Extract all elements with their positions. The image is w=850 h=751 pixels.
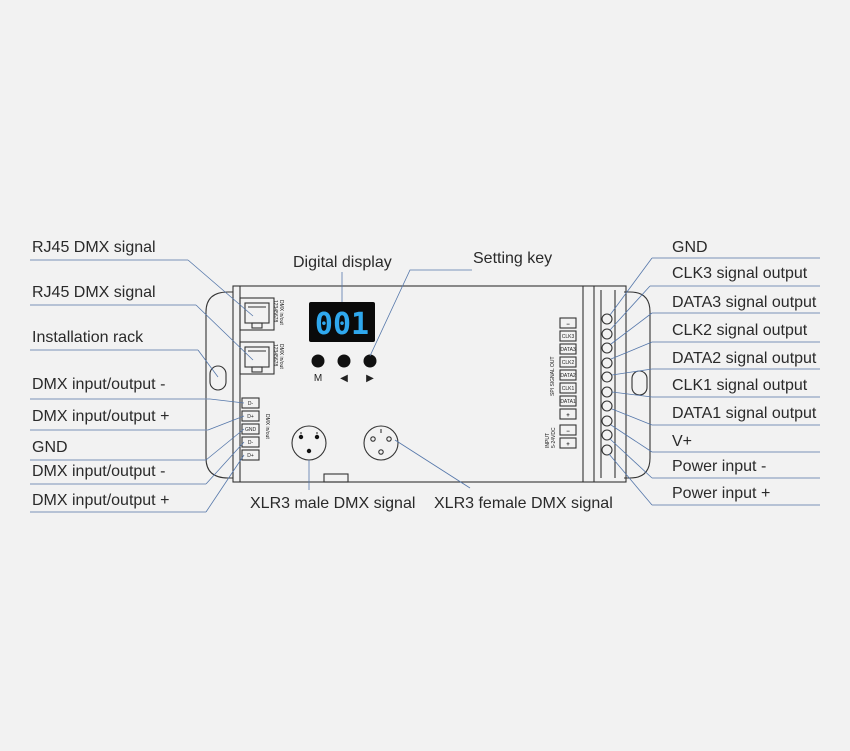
key-m-label: M	[314, 373, 322, 384]
label-power-plus: Power input +	[672, 485, 770, 502]
dmx-terminal-5: D+	[247, 453, 254, 459]
input-caption-2: 5-24VDC	[551, 427, 557, 448]
label-clk2: CLK2 signal output	[672, 322, 808, 339]
screw-terminal-data1	[601, 400, 613, 412]
spi-terminal-6: CLK1	[562, 386, 575, 392]
input-caption-1: INPUT	[545, 433, 551, 448]
spi-terminal-4: CLK2	[562, 360, 575, 366]
key-right-button[interactable]	[363, 354, 377, 368]
label-gnd-left: GND	[32, 439, 68, 456]
dmx-terminal-4: D-	[248, 440, 254, 446]
spi-terminal-2: CLK3	[562, 334, 575, 340]
screw-terminal-clk1	[601, 386, 613, 398]
key-left-label: ◀	[340, 373, 348, 384]
dmx-terminal-caption: DMX in/out	[264, 414, 270, 439]
dmx-terminal-1: D-	[248, 401, 254, 407]
spi-terminal-1: −	[566, 322, 570, 328]
label-installation-rack: Installation rack	[32, 329, 144, 346]
dmx-terminal-block	[241, 397, 260, 461]
key-right-label: ▶	[366, 373, 374, 384]
screw-terminal-clk3	[601, 328, 613, 340]
display-value: 001	[315, 307, 369, 342]
dmx-terminal-2: D+	[247, 414, 254, 420]
rj45-caption-bottom: DMX in/out	[278, 344, 284, 369]
screw-terminal-vplus	[601, 415, 613, 427]
screw-terminal-data3	[601, 342, 613, 354]
label-xlr-female: XLR3 female DMX signal	[434, 495, 613, 512]
label-data1: DATA1 signal output	[672, 405, 817, 422]
label-power-minus: Power input -	[672, 458, 766, 475]
label-clk1: CLK1 signal output	[672, 377, 808, 394]
label-dmx-minus-2: DMX input/output -	[32, 463, 165, 480]
rj45-jack-bottom	[239, 341, 275, 375]
label-gnd-right: GND	[672, 239, 708, 256]
rj45-jack-top	[239, 297, 275, 331]
input-terminal-minus: −	[566, 429, 570, 435]
label-xlr-male: XLR3 male DMX signal	[250, 495, 415, 512]
mounting-slot-right	[631, 370, 648, 396]
screw-terminal-gnd	[601, 313, 613, 325]
key-m-button[interactable]	[311, 354, 325, 368]
screw-terminals	[601, 313, 613, 456]
spi-terminal-3: DATA3	[560, 347, 576, 353]
bottom-notch	[323, 473, 349, 483]
label-data2: DATA2 signal output	[672, 350, 817, 367]
screw-terminal-power-minus	[601, 429, 613, 441]
xlr-male-connector	[291, 425, 327, 461]
label-vplus: V+	[672, 433, 692, 450]
xlr-female-connector	[363, 425, 399, 461]
label-rj45-top: RJ45 DMX signal	[32, 239, 156, 256]
key-left-button[interactable]	[337, 354, 351, 368]
label-dmx-plus-1: DMX input/output +	[32, 408, 169, 425]
label-dmx-minus-1: DMX input/output -	[32, 376, 165, 393]
label-setting-key: Setting key	[473, 250, 552, 267]
label-rj45-bottom: RJ45 DMX signal	[32, 284, 156, 301]
input-terminal-plus: +	[566, 442, 570, 448]
spi-terminal-8: +	[566, 413, 570, 419]
screw-terminal-power-plus	[601, 444, 613, 456]
label-digital-display: Digital display	[293, 254, 392, 271]
spi-terminal-7: DATA1	[560, 399, 576, 405]
mounting-slot-left	[209, 365, 227, 391]
screw-terminal-clk2	[601, 357, 613, 369]
rj45-pins-bottom: 12345678	[272, 344, 278, 366]
rj45-pins-top: 12345678	[272, 300, 278, 322]
spi-caption: SPI SIGNAL OUT	[550, 356, 556, 396]
label-dmx-plus-2: DMX input/output +	[32, 492, 169, 509]
label-data3: DATA3 signal output	[672, 294, 817, 311]
dmx-terminal-3: GND	[245, 427, 257, 433]
spi-terminal-block	[559, 317, 577, 449]
screw-terminal-data2	[601, 371, 613, 383]
label-clk3: CLK3 signal output	[672, 265, 808, 282]
rj45-caption-top: DMX in/out	[278, 300, 284, 325]
digital-display	[309, 302, 375, 342]
spi-terminal-5: DATA2	[560, 373, 576, 379]
